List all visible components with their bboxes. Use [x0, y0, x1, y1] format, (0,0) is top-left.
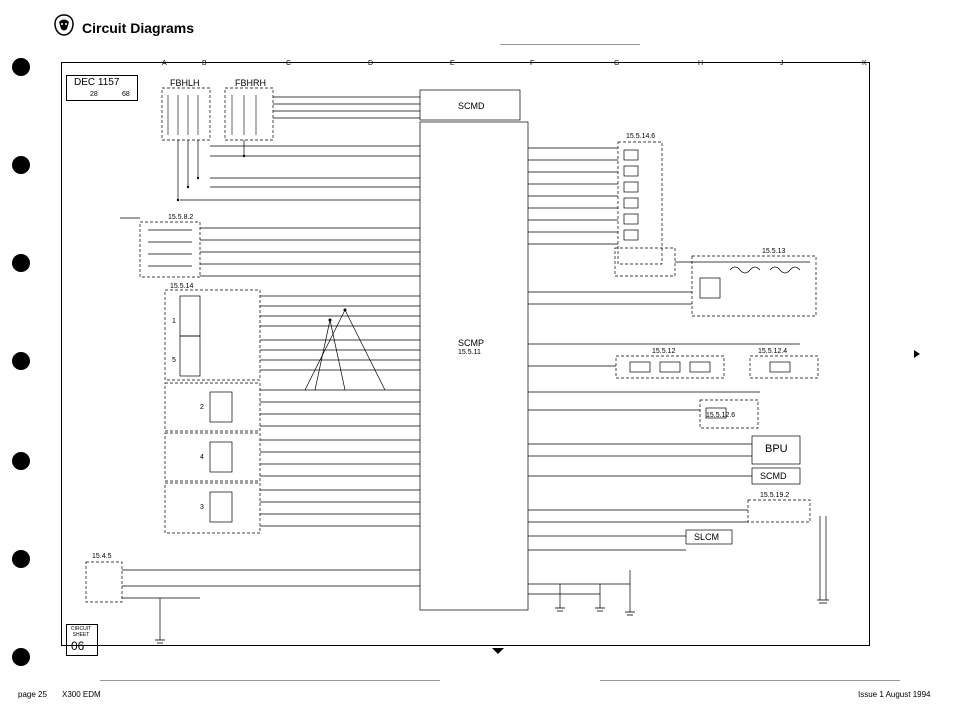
switch-number: 5 [172, 357, 176, 364]
ref-label: 15.5.12.4 [758, 348, 788, 355]
grid-letter: F [530, 60, 535, 67]
slcm-label: SLCM [694, 532, 720, 542]
punch-hole [12, 254, 30, 272]
grid-letter: K [862, 60, 867, 67]
ref-label: 15.5.14 [170, 283, 194, 290]
ref-label: 15.5.12.6 [706, 412, 736, 419]
switch-number: 2 [200, 404, 204, 411]
title-date: DEC 1157 [74, 77, 120, 88]
grid-letter: J [780, 60, 784, 67]
grid-letter: H [698, 60, 704, 67]
switch-number: 3 [200, 504, 204, 511]
grid-letter: G [614, 60, 620, 67]
circuit-sheet-box [66, 624, 98, 656]
title-sheet-ref: 28 [90, 91, 98, 98]
footer-rule-right [600, 680, 900, 681]
footer-issue: Issue 1 August 1994 [858, 690, 931, 699]
switch-number: 4 [200, 454, 204, 461]
punch-hole [12, 550, 30, 568]
grid-letter: C [286, 60, 292, 67]
ref-label: 15.5.19.2 [760, 492, 790, 499]
title-block [66, 75, 138, 101]
grid-letter: E [450, 60, 455, 67]
fuse-box-right-label: FBHRH [235, 78, 266, 88]
title-sheet-total: 68 [122, 91, 130, 98]
fuse-box-left-label: FBHLH [170, 78, 200, 88]
ref-label: 15.4.5 [92, 553, 112, 560]
punch-hole [12, 156, 30, 174]
ref-label: 15.5.8.2 [168, 214, 194, 221]
grid-letter: A [162, 60, 167, 67]
ref-label: 15.5.13 [762, 248, 786, 255]
scmd-right-label: SCMD [760, 471, 787, 481]
scmd-top-label: SCMD [458, 101, 485, 111]
ref-label: 15.5.14.6 [626, 133, 656, 140]
diagram-frame [61, 62, 870, 646]
bpu-label: BPU [765, 443, 788, 455]
scmp-ref: 15.5.11 [458, 349, 481, 356]
punch-hole [12, 452, 30, 470]
punch-hole [12, 352, 30, 370]
circuit-sheet-number: 06 [71, 639, 85, 653]
header-rule [500, 44, 640, 45]
page-title: Circuit Diagrams [82, 20, 195, 36]
grid-letter: B [202, 60, 207, 67]
footer-rule-left [100, 680, 440, 681]
ref-label: 15.5.12 [652, 348, 676, 355]
footer-doc: X300 EDM [62, 690, 101, 699]
punch-hole [12, 58, 30, 76]
jaguar-logo [54, 14, 74, 36]
switch-number: 1 [172, 318, 176, 325]
footer-page: page 25 [18, 690, 47, 699]
scmp-label: SCMP [458, 338, 485, 348]
punch-hole [12, 648, 30, 666]
grid-letter: D [368, 60, 374, 67]
circuit-sheet-label: CIRCUIT SHEET [70, 626, 92, 638]
